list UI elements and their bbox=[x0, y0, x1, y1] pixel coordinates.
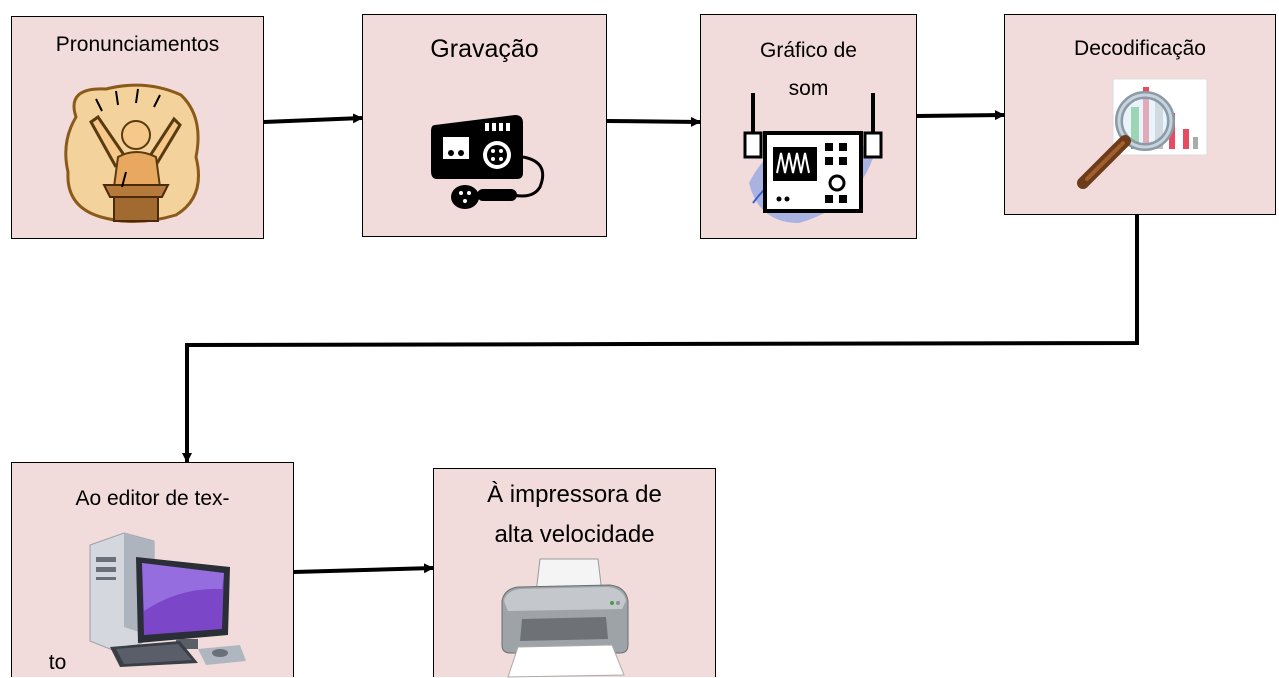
node-editor-de-texto: Ao editor de tex- to bbox=[11, 462, 294, 677]
node-label-line1: Ao editor de tex- bbox=[75, 487, 230, 510]
node-label-line1: Gráfico de bbox=[760, 39, 857, 62]
node-label: Decodificação bbox=[1074, 37, 1206, 60]
sound-meter-icon bbox=[743, 93, 883, 223]
node-grafico-de-som: Gráfico de som bbox=[700, 14, 917, 239]
arrow-n3-n4 bbox=[916, 110, 1005, 121]
arrow-n4-n5 bbox=[182, 215, 1139, 463]
node-label-line2: som bbox=[788, 77, 829, 100]
desktop-computer-icon bbox=[89, 532, 246, 667]
magnifier-chart-icon bbox=[1077, 78, 1208, 189]
node-label-line1: À impressora de bbox=[487, 481, 662, 508]
node-impressora: À impressora de alta velocidade bbox=[433, 468, 716, 678]
node-pronunciamentos: Pronunciamentos bbox=[11, 16, 264, 239]
node-label-line2: to bbox=[48, 651, 67, 674]
arrow-n5-n6 bbox=[293, 563, 434, 574]
node-decodificacao: Decodificação bbox=[1004, 14, 1276, 215]
printer-icon bbox=[501, 558, 629, 678]
node-label-line2: alta velocidade bbox=[494, 521, 655, 548]
tape-recorder-icon bbox=[431, 115, 545, 209]
arrow-n1-n2 bbox=[263, 113, 363, 124]
speaker-at-podium-icon bbox=[64, 83, 200, 224]
node-label: Gravação bbox=[430, 35, 539, 63]
node-label: Pronunciamentos bbox=[55, 33, 220, 56]
arrow-n2-n3 bbox=[606, 116, 701, 127]
node-gravacao: Gravação bbox=[362, 14, 607, 237]
